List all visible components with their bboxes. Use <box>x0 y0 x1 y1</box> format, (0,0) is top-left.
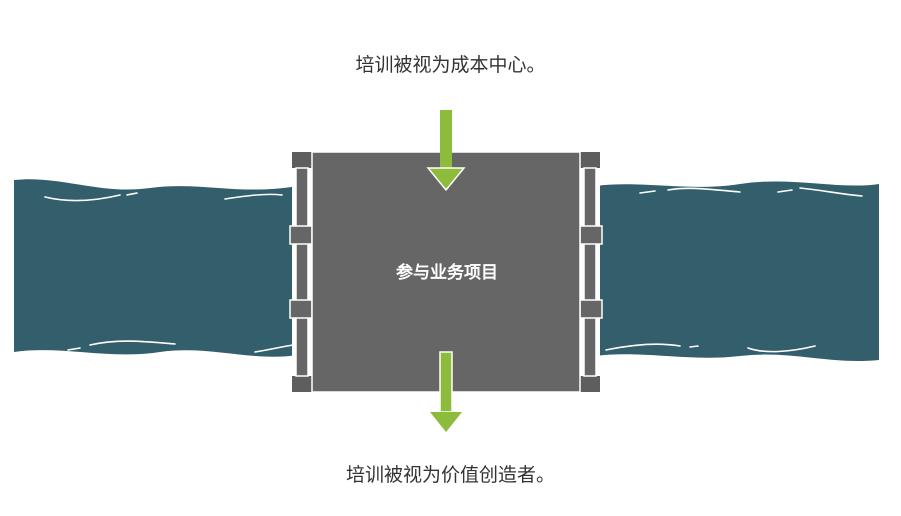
river-left <box>14 179 298 357</box>
bottom-caption: 培训被视为价值创造者。 <box>345 464 555 486</box>
wave-lines-left <box>44 192 294 353</box>
arrow-down-top <box>426 110 466 192</box>
river-right <box>596 181 879 362</box>
top-caption: 培训被视为成本中心。 <box>355 54 546 76</box>
wave-lines-right <box>605 187 863 353</box>
gate-frame <box>289 152 603 392</box>
arrow-down-bottom <box>430 351 462 432</box>
gate-label: 参与业务项目 <box>396 263 498 283</box>
